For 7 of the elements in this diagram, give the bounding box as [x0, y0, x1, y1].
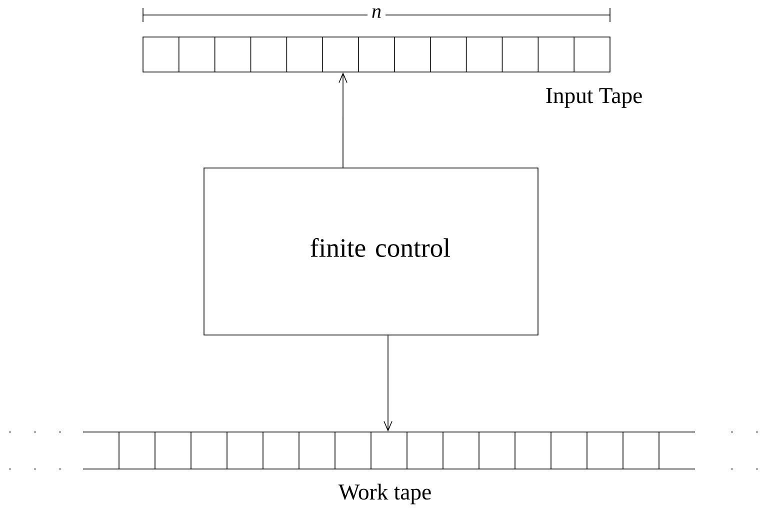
control-box: finite control — [204, 168, 538, 336]
arrow — [384, 335, 392, 432]
tape: Work tape — [82, 432, 696, 504]
tape: Input Tape — [142, 36, 642, 108]
dimension-label: n — [368, 4, 386, 22]
arrow — [338, 72, 348, 168]
node-label: Input Tape — [546, 88, 642, 108]
